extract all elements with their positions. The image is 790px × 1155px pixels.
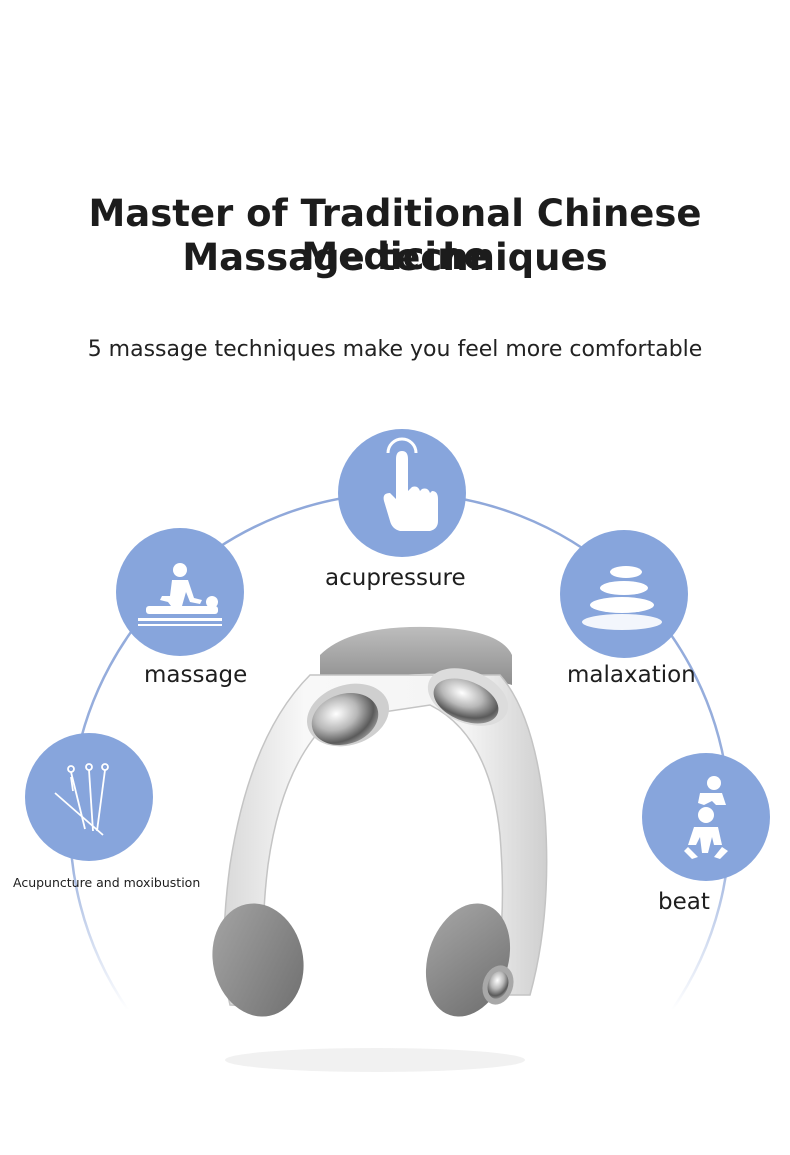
acupressure-label: acupressure (325, 565, 466, 591)
stacked-stones-icon (582, 566, 662, 630)
massage-therapist-icon (138, 563, 222, 626)
massage-badge (116, 528, 244, 656)
beat-badge (642, 753, 770, 881)
massage-label: massage (144, 662, 248, 688)
beat-label: beat (658, 889, 710, 915)
finger-press-icon (383, 437, 438, 531)
page-subtitle: 5 massage techniques make you feel more … (87, 337, 703, 362)
neck-massager-image (212, 626, 548, 1072)
page-title-line-2: Massage techniques (182, 236, 608, 279)
malaxation-label: malaxation (567, 662, 696, 688)
malaxation-badge (560, 530, 688, 658)
acupressure-badge (338, 429, 466, 557)
page-title-line-1: Master of Traditional Chinese Medicine (88, 192, 702, 278)
needles-icon (54, 763, 109, 836)
acupuncture-badge (25, 733, 153, 861)
person-beat-icon (684, 776, 728, 859)
acupuncture-label: Acupuncture and moxibustion (13, 875, 201, 890)
